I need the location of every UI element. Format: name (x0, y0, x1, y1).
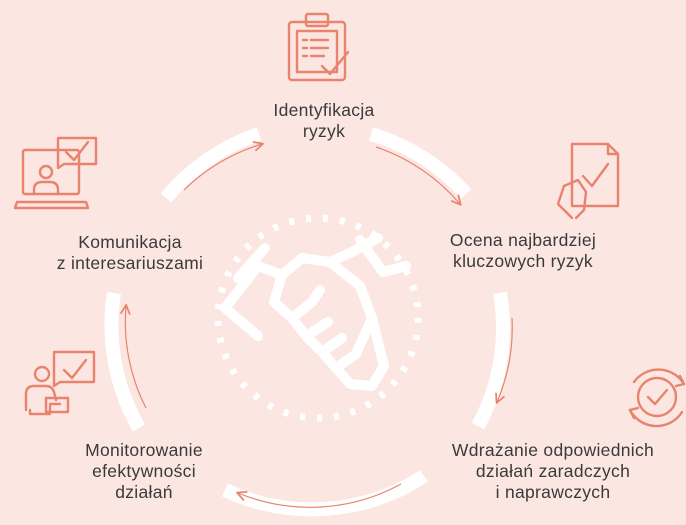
step-label-line: ryzyk (302, 121, 346, 141)
arrow-identification-to-assessment (375, 146, 462, 206)
cycle-ring (104, 127, 510, 517)
ring-arc-top-right (368, 127, 472, 199)
arrow-assessment-to-implementation (495, 317, 513, 404)
step-label-communication: Komunikacja z interesariuszami (30, 232, 230, 274)
handshake-icon (220, 233, 411, 391)
step-label-line: działań (115, 482, 173, 502)
laptop-user-check-icon (13, 136, 98, 210)
step-label-monitoring: Monitorowanie efektywności działań (54, 440, 234, 503)
step-label-identification: Identyfikacja ryzyk (244, 100, 404, 142)
arrow-monitoring-to-communication (120, 304, 147, 409)
presenter-chart-icon (24, 350, 96, 416)
step-label-line: Monitorowanie (85, 440, 203, 460)
document-check-hand-icon (556, 142, 620, 220)
arrow-communication-to-identification (183, 141, 264, 191)
step-label-line: z interesariuszami (56, 253, 204, 273)
step-label-line: Ocena najbardziej (449, 230, 597, 250)
ring-arc-bottom (222, 470, 428, 517)
refresh-check-icon (628, 368, 686, 428)
step-label-assessment: Ocena najbardziej kluczowych ryzyk (420, 230, 626, 272)
clipboard-checklist-icon (287, 12, 350, 82)
step-label-line: działań zaradczych (475, 461, 631, 481)
step-label-line: efektywności (92, 461, 196, 481)
arrow-implementation-to-monitoring (236, 483, 402, 508)
step-label-line: Identyfikacja (273, 100, 375, 120)
ring-arc-right (471, 291, 510, 430)
step-label-implementation: Wdrażanie odpowiednich działań zaradczyc… (420, 440, 686, 503)
step-label-line: i naprawczych (495, 482, 611, 502)
step-label-line: Komunikacja (78, 232, 182, 252)
step-label-line: kluczowych ryzyk (453, 251, 593, 271)
inner-dotted-circle (214, 214, 422, 422)
step-label-line: Wdrażanie odpowiednich (451, 440, 655, 460)
cycle-arrows (120, 141, 513, 508)
ring-arc-top-left (160, 127, 262, 203)
ring-arc-left (104, 291, 146, 432)
